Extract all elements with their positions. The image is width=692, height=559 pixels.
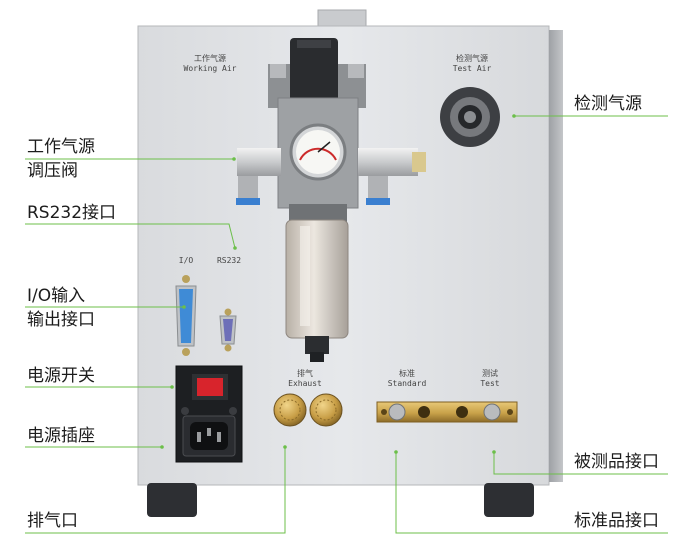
test-air-port	[440, 87, 500, 147]
right-foot	[484, 483, 534, 517]
callout-exhaust: 排气口	[27, 511, 78, 531]
test-manifold	[376, 401, 518, 423]
callout-test-air: 检测气源	[574, 94, 642, 114]
test-port-icon	[483, 403, 501, 421]
power-switch-icon	[197, 378, 223, 396]
callout-io: I/O输入输出接口	[27, 286, 95, 330]
callout-power-socket: 电源插座	[27, 426, 95, 446]
side-panel	[549, 30, 563, 482]
callout-standard-part-port: 标准品接口	[574, 511, 659, 531]
io-label: I/O	[178, 256, 194, 265]
left-foot	[147, 483, 197, 517]
io-connector	[175, 275, 197, 356]
callout-rs232: RS232接口	[27, 203, 117, 223]
standard-port-icon	[388, 403, 406, 421]
rs232-connector	[219, 308, 237, 352]
power-module	[175, 365, 243, 463]
leader-lines	[25, 115, 668, 534]
rs232-label: RS232	[216, 256, 242, 265]
callout-regulator: 工作气源调压阀	[27, 137, 95, 181]
callout-test-part-port: 被测品接口	[574, 452, 659, 472]
pressure-regulator	[236, 38, 426, 362]
callout-power-switch: 电源开关	[27, 366, 95, 386]
exhaust-mufflers	[273, 393, 343, 427]
